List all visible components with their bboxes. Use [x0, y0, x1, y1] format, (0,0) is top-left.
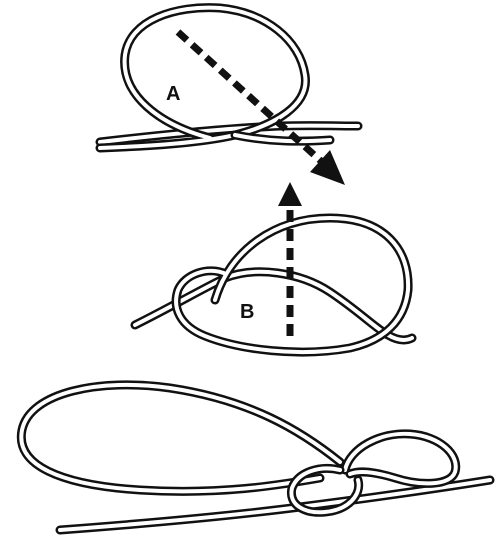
label-a: A [166, 83, 180, 105]
step-finished-knot [21, 385, 490, 530]
step-b-loop [135, 218, 412, 352]
arrow-diagonal [178, 32, 345, 185]
label-b: B [240, 301, 254, 323]
arrow-vertical [278, 182, 302, 336]
